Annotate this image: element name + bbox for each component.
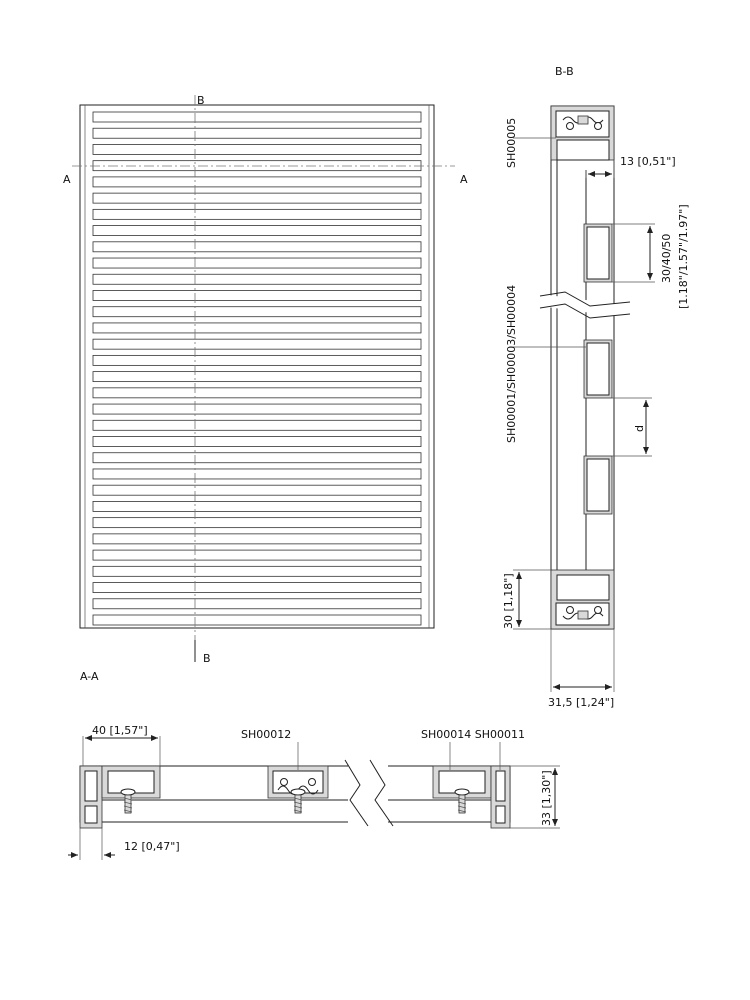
label-sh00001-sh00003-sh00004: SH00001/SH00003/SH00004 xyxy=(505,285,518,443)
slat xyxy=(92,436,422,447)
slat xyxy=(92,419,422,431)
dim-offset-12: 12 [0,47"] xyxy=(124,840,180,853)
slat xyxy=(92,582,422,593)
break-line-aa xyxy=(344,759,369,827)
slat xyxy=(92,338,422,350)
slat xyxy=(92,192,422,204)
slat xyxy=(92,403,422,415)
slat xyxy=(92,598,422,610)
slat xyxy=(92,290,422,301)
slat xyxy=(92,468,422,480)
section-mark-a-left: A xyxy=(63,173,71,186)
slat xyxy=(92,144,422,155)
slat xyxy=(92,549,422,561)
section-aa: A-A xyxy=(68,670,560,860)
right-end-profile xyxy=(432,765,511,829)
dim-bottom-height: 30 [1,18"] xyxy=(502,573,515,629)
slat xyxy=(92,127,422,139)
label-sh00012: SH00012 xyxy=(241,728,291,741)
dim-hole-size-inch: [1.18"/1.57"/1.97"] xyxy=(677,204,690,309)
slat xyxy=(92,517,422,529)
dim-offset-13: 13 [0,51"] xyxy=(620,155,676,168)
dim-height-33: 33 [1,30"] xyxy=(540,770,553,826)
slat xyxy=(92,484,422,496)
label-sh00014-sh00011: SH00014 SH00011 xyxy=(421,728,525,741)
break-line xyxy=(539,294,631,318)
screw-right xyxy=(454,788,470,814)
bottom-profile xyxy=(550,569,615,630)
slat xyxy=(92,387,422,399)
hole-rectangles xyxy=(583,223,613,515)
slat xyxy=(92,257,422,269)
section-bb-title: B-B xyxy=(555,65,574,78)
dim-d: d xyxy=(633,425,646,432)
front-view-frame xyxy=(79,104,435,629)
label-sh00005: SH00005 xyxy=(505,118,518,168)
front-view: A A B B xyxy=(63,94,468,665)
screw-middle xyxy=(290,788,306,814)
section-mark-b-top: B xyxy=(197,94,205,107)
dim-width-31-5: 31,5 [1,24"] xyxy=(548,696,614,709)
section-bb: B-B xyxy=(502,65,690,709)
top-profile xyxy=(550,105,615,161)
slat xyxy=(92,371,422,383)
slat xyxy=(92,241,422,253)
slat xyxy=(92,452,422,464)
slat xyxy=(92,533,422,545)
slat xyxy=(92,225,422,236)
slat xyxy=(92,176,422,188)
slat xyxy=(92,614,422,626)
screw-left xyxy=(120,788,136,814)
slat xyxy=(92,306,422,318)
slat xyxy=(92,322,422,334)
slat xyxy=(92,273,422,285)
slat xyxy=(92,208,422,220)
slat-group xyxy=(92,111,422,626)
section-mark-a-right: A xyxy=(460,173,468,186)
section-aa-title: A-A xyxy=(80,670,99,683)
slat xyxy=(92,565,422,577)
slat xyxy=(92,111,422,123)
slat xyxy=(92,354,422,366)
slat xyxy=(92,501,422,512)
dim-width-40: 40 [1,57"] xyxy=(92,724,148,737)
section-mark-b-bottom: B xyxy=(203,652,211,665)
dim-hole-size: 30/40/50 xyxy=(660,234,673,283)
left-end-profile xyxy=(79,765,161,829)
